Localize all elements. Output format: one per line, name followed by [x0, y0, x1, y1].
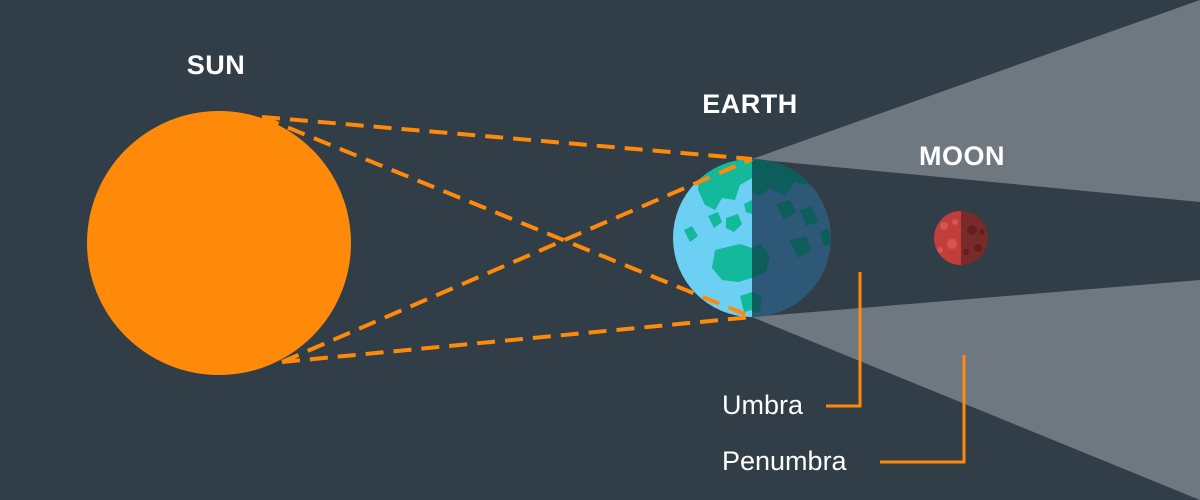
ray-cross-top [261, 115, 753, 319]
moon-label: MOON [919, 141, 1005, 171]
light-rays [261, 115, 753, 364]
earth-label: EARTH [702, 89, 798, 119]
ray-outer-top [261, 115, 753, 161]
penumbra-upper [752, 0, 1200, 202]
penumbra-label: Penumbra [722, 446, 848, 476]
earth-lit-land [684, 159, 752, 312]
ray-outer-bottom [281, 315, 753, 364]
ray-cross-bottom [281, 157, 753, 364]
sun [87, 111, 351, 375]
penumbra-pointer-line [880, 355, 966, 464]
moon-craters-dark [963, 225, 985, 255]
umbra-label: Umbra [722, 390, 804, 420]
penumbra-lower [752, 280, 1200, 500]
moon-craters-lit [937, 219, 958, 253]
umbra-pointer-line [826, 272, 862, 408]
sun-label: SUN [187, 50, 246, 80]
